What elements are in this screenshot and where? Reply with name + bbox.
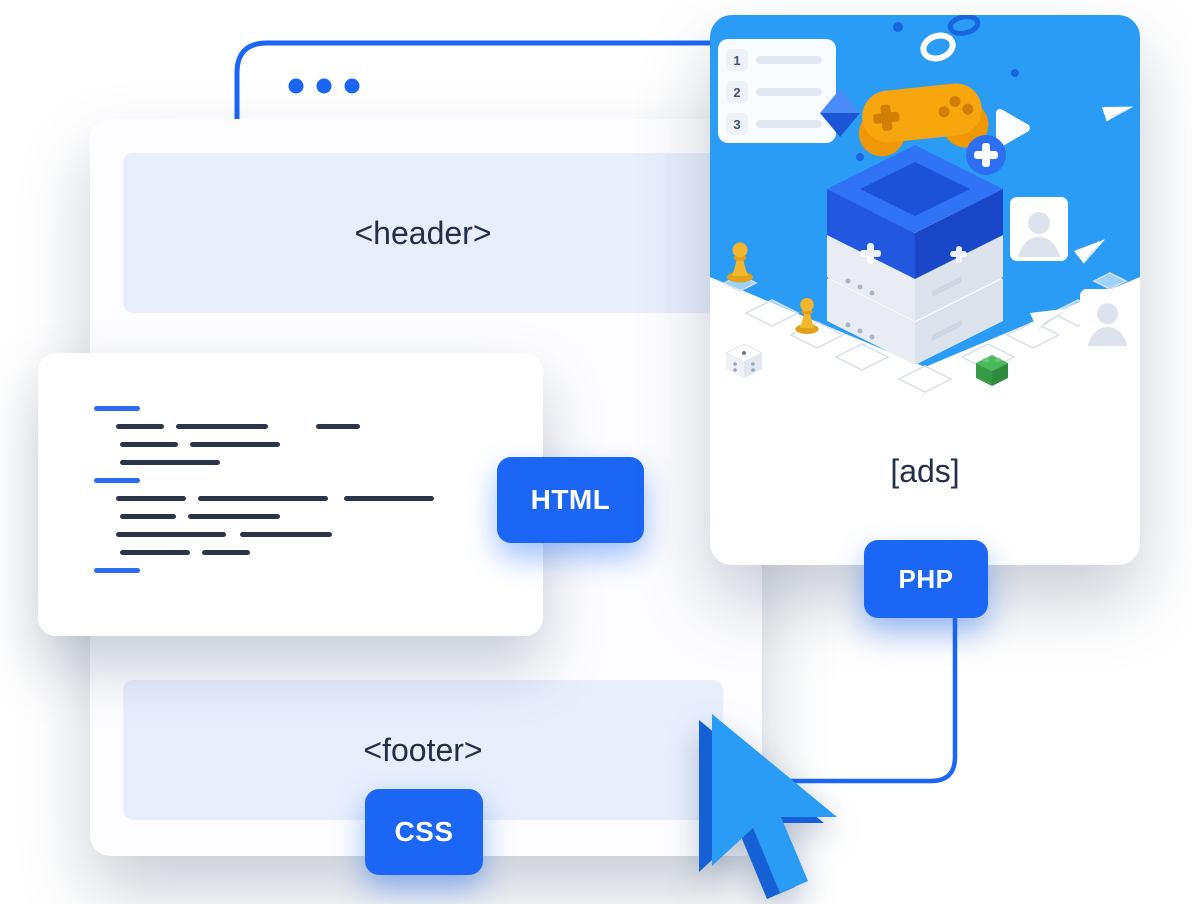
code-snippet-card: [38, 353, 543, 636]
code-segment: [120, 513, 176, 519]
code-segment: [202, 549, 250, 555]
server-stack-icon: [827, 145, 1003, 365]
code-segment: [94, 405, 140, 411]
code-snippet-lines: [94, 399, 503, 579]
svg-text:1: 1: [733, 53, 740, 68]
chess-pawn-icon: [795, 297, 819, 334]
code-line: [94, 435, 503, 453]
footer-label: <footer>: [363, 731, 483, 768]
code-segment: [116, 423, 164, 429]
game-controller-icon: [858, 83, 989, 157]
code-line: [94, 543, 503, 561]
ads-illustration: 1 2 3: [710, 15, 1140, 393]
ring-blue-icon: [947, 15, 981, 36]
html-badge: HTML: [497, 457, 644, 543]
code-segment: [198, 495, 328, 501]
floor-tiles: [722, 272, 1128, 393]
css-badge: CSS: [365, 789, 483, 875]
code-segment: [120, 549, 190, 555]
photo-frame-icon: [1010, 197, 1068, 261]
header-placeholder-block: <header>: [123, 153, 723, 313]
code-line: [94, 471, 503, 489]
code-segment: [116, 495, 186, 501]
code-line: [94, 399, 503, 417]
play-icon: [996, 109, 1030, 147]
code-segment: [190, 441, 280, 447]
green-cube-icon: [976, 355, 1008, 386]
numbered-list-icon: 1 2 3: [718, 39, 836, 143]
code-line: [94, 561, 503, 579]
header-label: <header>: [354, 214, 492, 251]
code-line: [94, 525, 503, 543]
ring-icon: [920, 32, 956, 62]
php-badge: PHP: [864, 540, 988, 618]
code-segment: [94, 477, 140, 483]
code-segment: [240, 531, 332, 537]
plus-sphere-icon: [966, 135, 1006, 175]
code-segment: [176, 423, 268, 429]
code-segment: [94, 567, 140, 573]
code-line: [94, 489, 503, 507]
browser-dots-icon: [288, 78, 360, 94]
decor-shapes: [820, 15, 1030, 161]
code-segment: [120, 459, 220, 465]
code-line: [94, 507, 503, 525]
svg-text:2: 2: [733, 85, 740, 100]
diamond-icon: [820, 89, 860, 137]
code-segment: [188, 513, 280, 519]
code-segment: [344, 495, 434, 501]
svg-text:3: 3: [733, 117, 740, 132]
code-segment: [120, 441, 178, 447]
code-line: [94, 453, 503, 471]
code-segment: [316, 423, 360, 429]
chess-pawn-icon: [727, 242, 753, 283]
cursor-icon: [699, 714, 837, 899]
ads-card: 1 2 3: [710, 15, 1140, 565]
photo-frame-icon: [1080, 289, 1136, 350]
code-line: [94, 417, 503, 435]
code-segment: [116, 531, 226, 537]
dice-icon: [724, 343, 764, 378]
ads-label: [ads]: [890, 453, 960, 489]
